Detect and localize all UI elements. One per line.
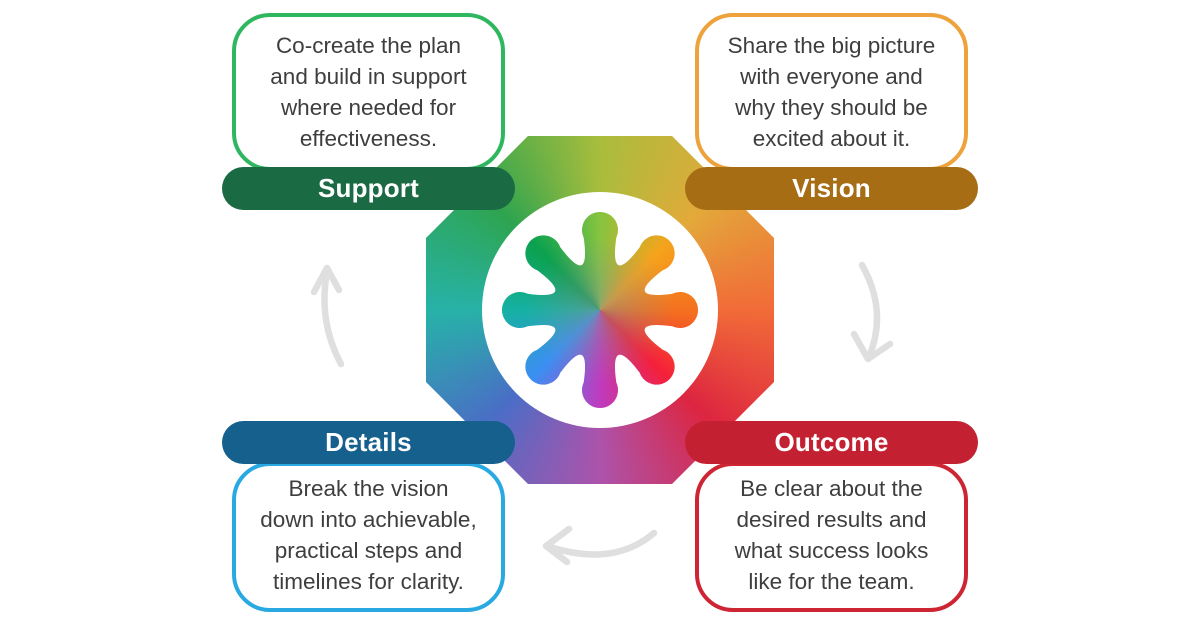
outcome-pill-label: Outcome <box>774 427 889 457</box>
support-pill: Support <box>222 167 515 210</box>
vision-pill: Vision <box>685 167 978 210</box>
support-text: Co-create the plan and build in support … <box>270 32 467 152</box>
vision-text: Share the big picture with everyone and … <box>727 32 936 152</box>
support-pill-label: Support <box>317 173 420 203</box>
outcome-text: Be clear about the desired results and w… <box>734 475 929 595</box>
outcome-bubble: Be clear about the desired results and w… <box>695 462 968 612</box>
details-text: Break the vision down into achievable, p… <box>260 475 477 595</box>
outcome-card: Outcome Be clear about the desired resul… <box>685 421 978 612</box>
vision-card: Share the big picture with everyone and … <box>685 13 978 210</box>
support-bubble: Co-create the plan and build in support … <box>232 13 505 171</box>
details-card: Details Break the vision down into achie… <box>222 421 515 612</box>
cycle-arrow-left-icon <box>542 525 658 566</box>
outcome-pill: Outcome <box>685 421 978 464</box>
splat-logo-icon <box>500 210 700 410</box>
details-pill: Details <box>222 421 515 464</box>
vision-bubble: Share the big picture with everyone and … <box>695 13 968 171</box>
details-bubble: Break the vision down into achievable, p… <box>232 462 505 612</box>
cycle-arrow-down-icon <box>850 261 894 363</box>
vision-pill-label: Vision <box>792 173 871 203</box>
support-card: Co-create the plan and build in support … <box>222 13 515 210</box>
cycle-arrow-up-icon <box>310 264 345 368</box>
details-pill-label: Details <box>325 427 412 457</box>
